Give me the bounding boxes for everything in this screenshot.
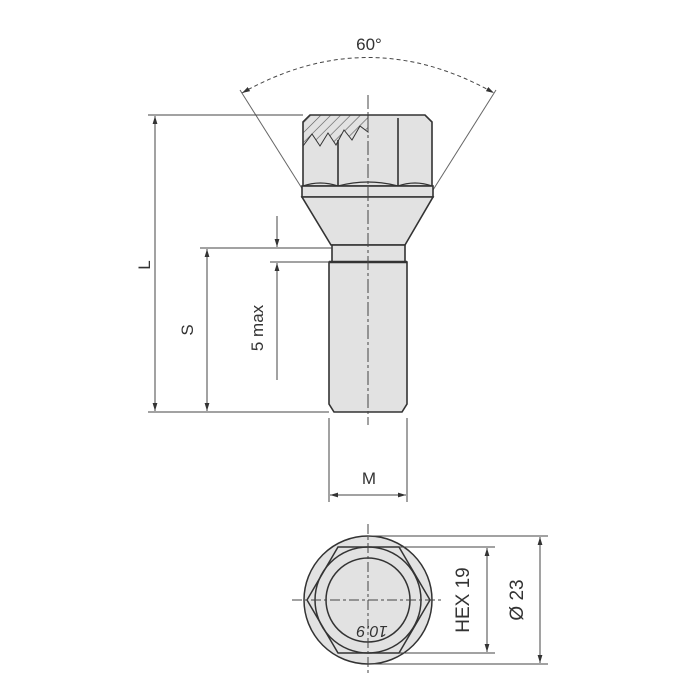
thread-dimension — [328, 418, 408, 502]
length-label: L — [135, 260, 154, 269]
collar-dimension — [270, 216, 330, 380]
hex-dimension — [399, 546, 495, 654]
diameter-label: Ø 23 — [507, 579, 528, 620]
grade-marking: 10.9 — [356, 622, 387, 639]
length-dimension — [148, 114, 329, 413]
angle-label: 60° — [356, 35, 382, 54]
thread-length-dimension — [200, 247, 332, 411]
collar-label: 5 max — [248, 304, 267, 351]
thread-length-label: S — [178, 324, 197, 335]
end-view-center-lines — [292, 524, 444, 676]
angle-dimension: 60° — [239, 35, 497, 191]
thread-label: M — [362, 469, 376, 488]
diameter-dimension — [368, 535, 548, 665]
hex-label: HEX 19 — [453, 567, 474, 632]
